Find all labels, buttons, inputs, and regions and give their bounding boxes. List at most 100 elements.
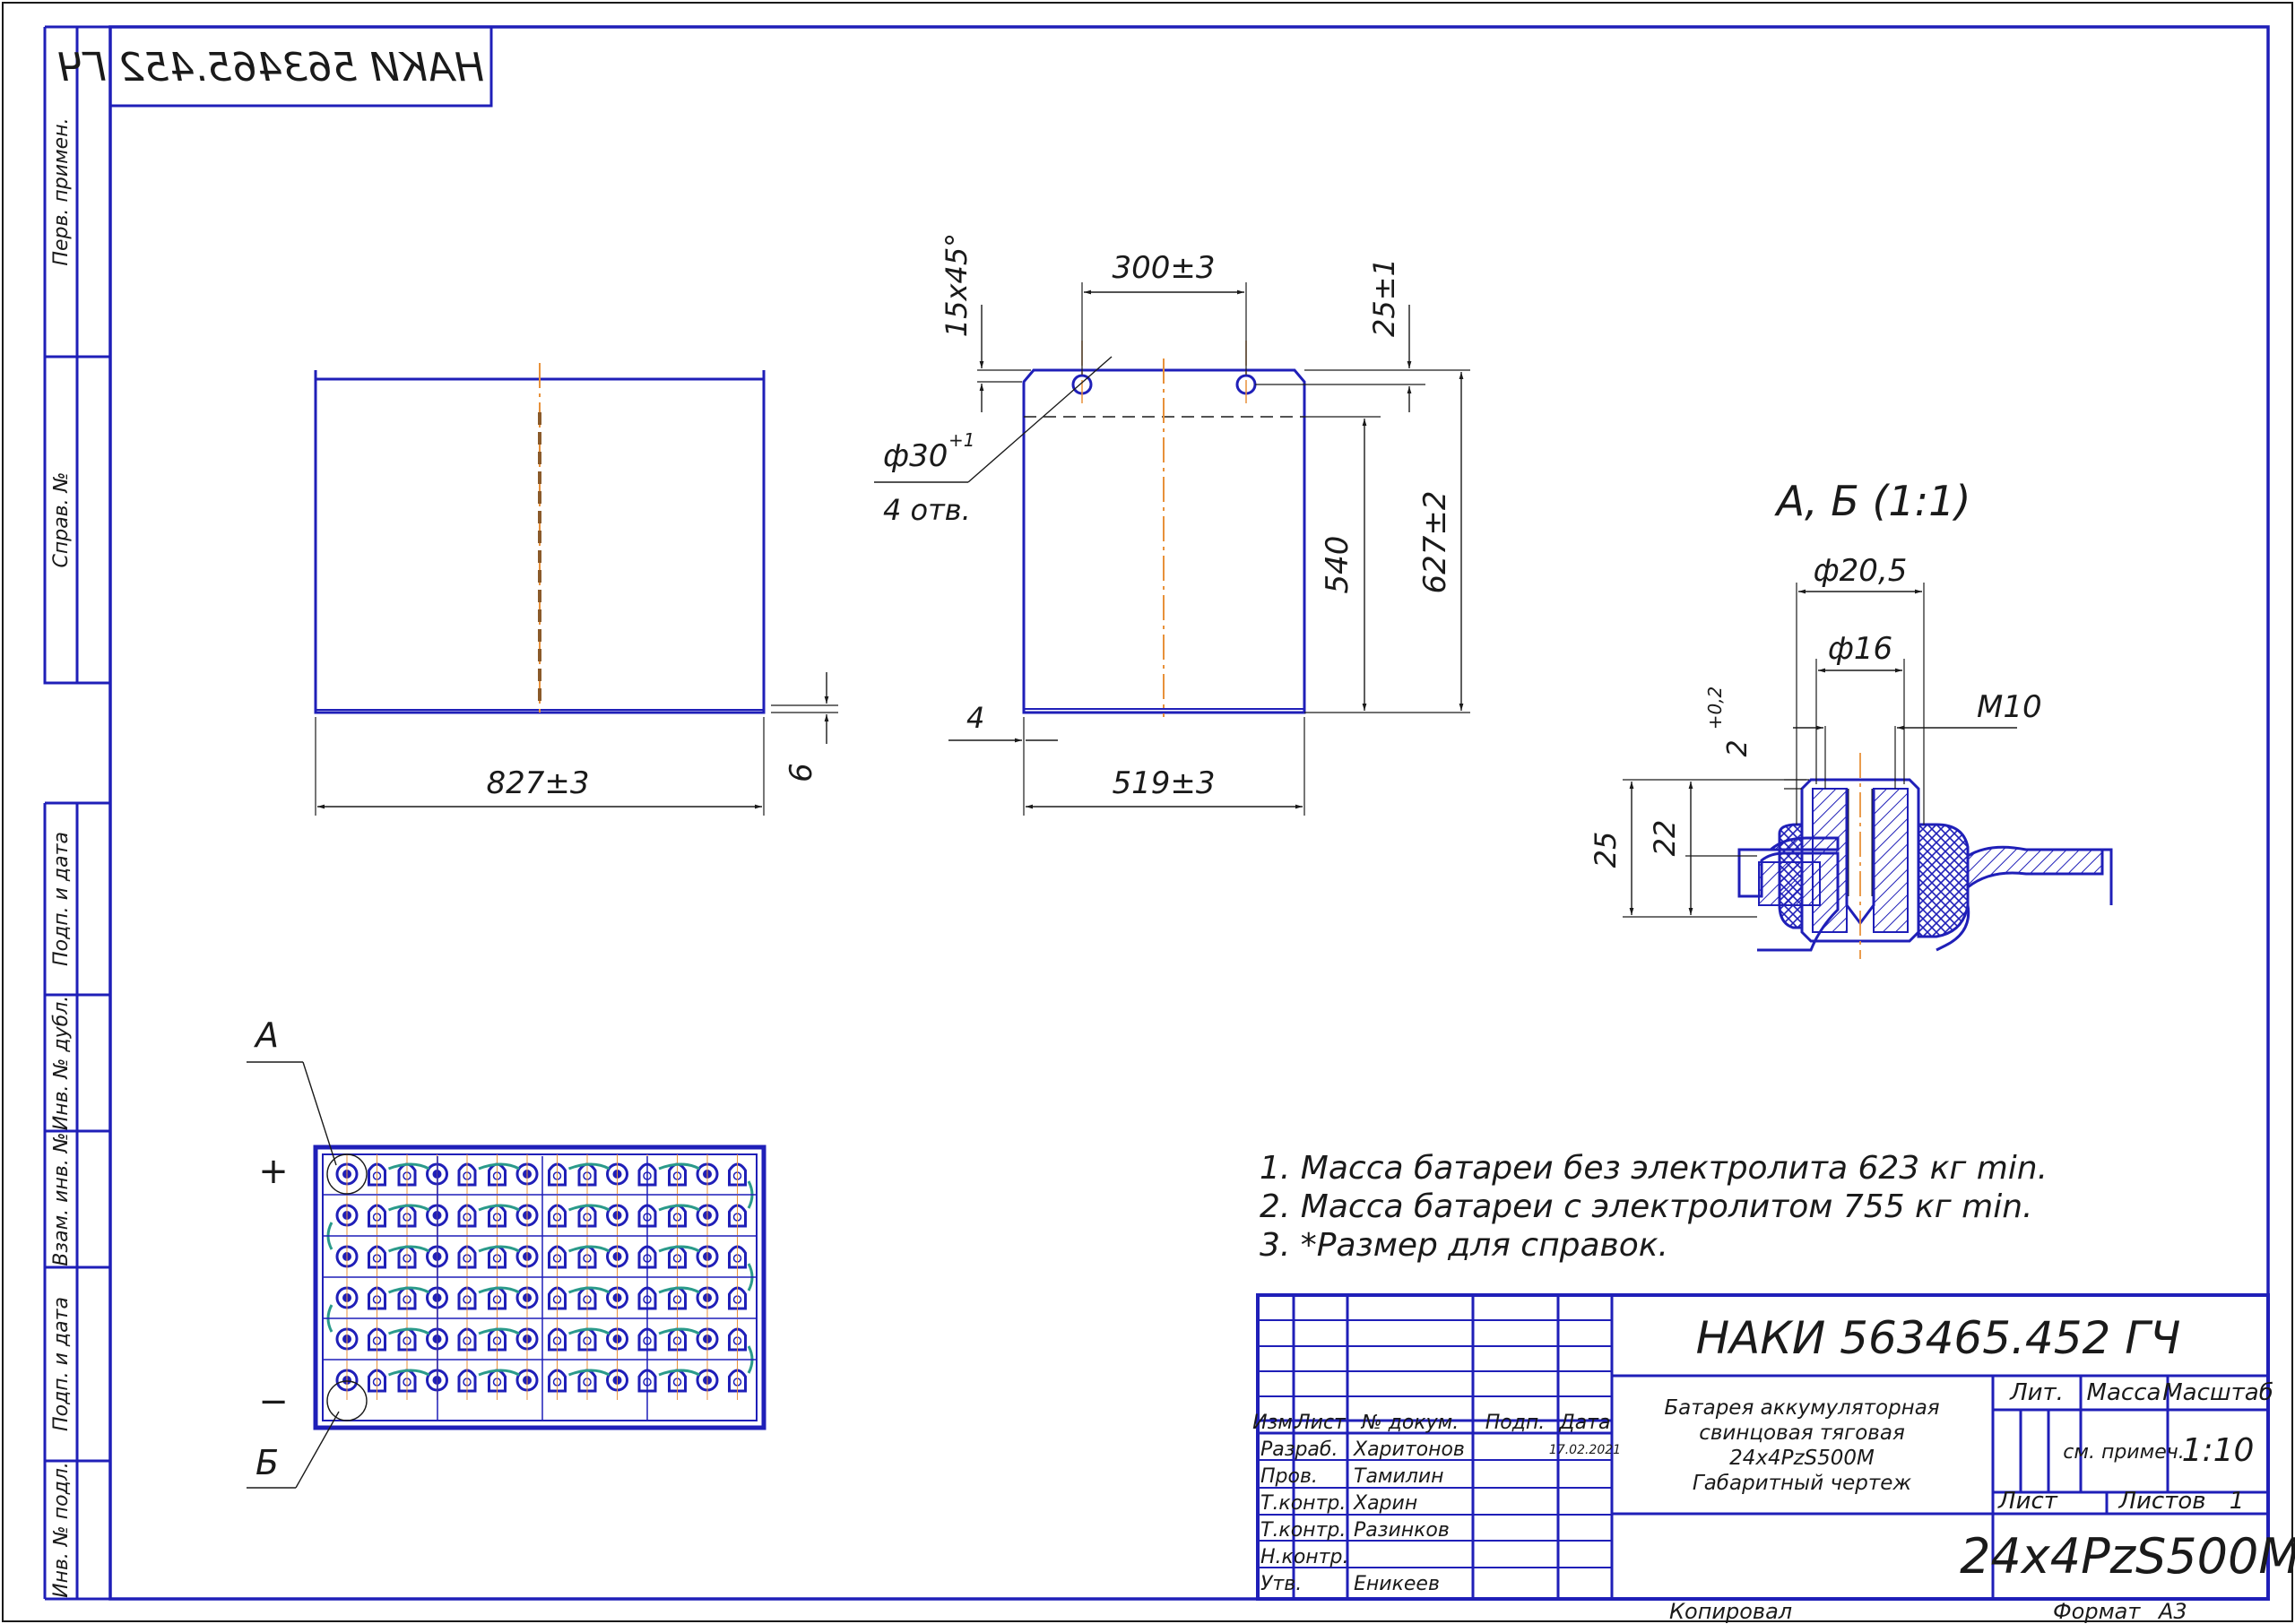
dim-bottom-gap: 6 bbox=[784, 763, 819, 782]
name-line-1: Батарея аккумуляторная bbox=[1664, 1396, 1939, 1420]
dim-hole-spacing: 300±3 bbox=[1112, 250, 1215, 286]
cell-vent bbox=[457, 1162, 477, 1187]
note-1: 1. Масса батареи без электролита 623 кг … bbox=[1260, 1150, 2048, 1187]
role-label-2: Т.контр. bbox=[1260, 1492, 1346, 1515]
note-2: 2. Масса батареи с электролитом 755 кг m… bbox=[1260, 1188, 2032, 1225]
cell-vent bbox=[637, 1162, 657, 1187]
format-label: Формат bbox=[2053, 1599, 2141, 1624]
hdr-scale: Масштаб bbox=[2162, 1379, 2273, 1406]
strip-label-1: Справ. № bbox=[50, 471, 73, 567]
hdr-izm: Изм. bbox=[1252, 1412, 1299, 1434]
designation: 24x4PzS500M bbox=[1960, 1528, 2295, 1585]
terminal-detail: А, Б (1:1) ф20,5 ф16 М1 bbox=[1589, 477, 2113, 959]
cell-vent bbox=[457, 1286, 477, 1310]
strip-label-6: Инв. № подл. bbox=[50, 1462, 73, 1598]
dim-total-height: 627±2 bbox=[1417, 490, 1453, 593]
cell-vent bbox=[637, 1369, 657, 1393]
side-view: 300±3 15x45° 25±1 540 627±2 ф30 +1 4 отв… bbox=[874, 233, 1470, 816]
role-label-1: Пров. bbox=[1260, 1465, 1318, 1488]
sheets-label: Листов bbox=[2117, 1488, 2205, 1515]
cell-vent bbox=[548, 1369, 567, 1393]
dim-hole-count: 4 отв. bbox=[883, 493, 971, 527]
cell-vent bbox=[728, 1204, 747, 1228]
strip-label-5: Подп. и дата bbox=[50, 1297, 73, 1431]
detail-thread: М10 bbox=[1977, 689, 2042, 725]
hdr-mass: Масса bbox=[2087, 1379, 2161, 1406]
hdr-list: Лист bbox=[1295, 1412, 1347, 1434]
doc-number: НАКИ 563465.452 ГЧ bbox=[1696, 1312, 2181, 1364]
dim-hole-dia: ф30 bbox=[883, 438, 948, 474]
dim-edge-offset: 25±1 bbox=[1367, 258, 1401, 337]
notes: 1. Масса батареи без электролита 623 кг … bbox=[1260, 1150, 2048, 1264]
cell-vent bbox=[457, 1204, 477, 1228]
cell-vent bbox=[368, 1204, 386, 1228]
copied-label: Копировал bbox=[1669, 1599, 1792, 1624]
strip-label-2: Подп. и дата bbox=[50, 832, 73, 966]
cell-vent bbox=[457, 1245, 477, 1269]
dim-hole-tol: +1 bbox=[948, 429, 974, 451]
cell-vent bbox=[368, 1162, 386, 1187]
cell-vent bbox=[637, 1204, 657, 1228]
role-name-5: Еникеев bbox=[1354, 1573, 1440, 1595]
hdr-date: Дата bbox=[1559, 1412, 1611, 1434]
role-name-1: Тамилин bbox=[1354, 1465, 1444, 1488]
cell-vent bbox=[548, 1245, 567, 1269]
detail-depth: 2 bbox=[1722, 739, 1754, 756]
hdr-lit: Лит. bbox=[2009, 1379, 2064, 1406]
dim-inner-height: 540 bbox=[1320, 536, 1355, 594]
strip-label-3: Инв. № дубл. bbox=[50, 996, 73, 1131]
name-line-2: свинцовая тяговая bbox=[1699, 1421, 1905, 1445]
sheets-value: 1 bbox=[2230, 1488, 2245, 1515]
label-a: А bbox=[253, 1015, 279, 1055]
role-label-0: Разраб. bbox=[1260, 1438, 1338, 1461]
cell-vent bbox=[457, 1327, 477, 1352]
detail-h22: 22 bbox=[1648, 820, 1682, 857]
cell-vent bbox=[728, 1327, 747, 1352]
cell-vent bbox=[548, 1204, 567, 1228]
note-3: 3. *Размер для справок. bbox=[1260, 1227, 1668, 1264]
role-label-3: Т.контр. bbox=[1260, 1519, 1346, 1542]
dim-length: 827±3 bbox=[486, 765, 589, 801]
strip-label-0: Перв. примен. bbox=[50, 117, 73, 265]
scale-value: 1:10 bbox=[2182, 1432, 2255, 1469]
cell-vent bbox=[368, 1245, 386, 1269]
plus-terminal-label: + bbox=[258, 1151, 289, 1192]
front-view: 827±3 6 bbox=[314, 363, 838, 816]
name-line-3: 24x4PzS500M bbox=[1729, 1447, 1875, 1470]
mirrored-stamp: НАКИ 563465.452 ГЧ bbox=[57, 25, 493, 108]
format-value: А3 bbox=[2157, 1599, 2187, 1624]
cell-vent bbox=[548, 1162, 567, 1187]
cell-vent bbox=[548, 1327, 567, 1352]
cell-vent bbox=[728, 1245, 747, 1269]
name-line-4: Габаритный чертеж bbox=[1693, 1472, 1911, 1495]
detail-d-inner: ф16 bbox=[1828, 631, 1892, 667]
dim-chamfer: 15x45° bbox=[940, 233, 974, 337]
cell-vent bbox=[728, 1369, 747, 1393]
dim-width: 519±3 bbox=[1112, 765, 1215, 801]
detail-h25: 25 bbox=[1589, 832, 1623, 868]
frame-border bbox=[108, 25, 2270, 1601]
minus-terminal-label: − bbox=[258, 1381, 289, 1422]
strip-label-4: Взам. инв. № bbox=[50, 1132, 73, 1266]
cell-vent bbox=[637, 1327, 657, 1352]
role-name-3: Разинков bbox=[1354, 1519, 1450, 1542]
mirrored-stamp-text: НАКИ 563465.452 ГЧ bbox=[57, 45, 484, 91]
role-name-0: Харитонов bbox=[1353, 1438, 1465, 1461]
cell-vent bbox=[548, 1286, 567, 1310]
cell-vent bbox=[368, 1327, 386, 1352]
title-block: НАКИ 563465.452 ГЧ Батарея аккумуляторна… bbox=[1252, 1293, 2295, 1624]
date-value: 17.02.2021 bbox=[1549, 1443, 1621, 1457]
hdr-sign: Подп. bbox=[1485, 1412, 1546, 1434]
role-label-4: Н.контр. bbox=[1260, 1546, 1348, 1568]
cell-vent bbox=[728, 1286, 747, 1310]
role-name-2: Харин bbox=[1353, 1492, 1417, 1515]
cell-vent bbox=[457, 1369, 477, 1393]
detail-d-outer: ф20,5 bbox=[1814, 553, 1908, 589]
hdr-doc: № докум. bbox=[1361, 1412, 1459, 1434]
cell-vent bbox=[637, 1286, 657, 1310]
cell-vent bbox=[637, 1245, 657, 1269]
role-label-5: Утв. bbox=[1260, 1573, 1302, 1595]
